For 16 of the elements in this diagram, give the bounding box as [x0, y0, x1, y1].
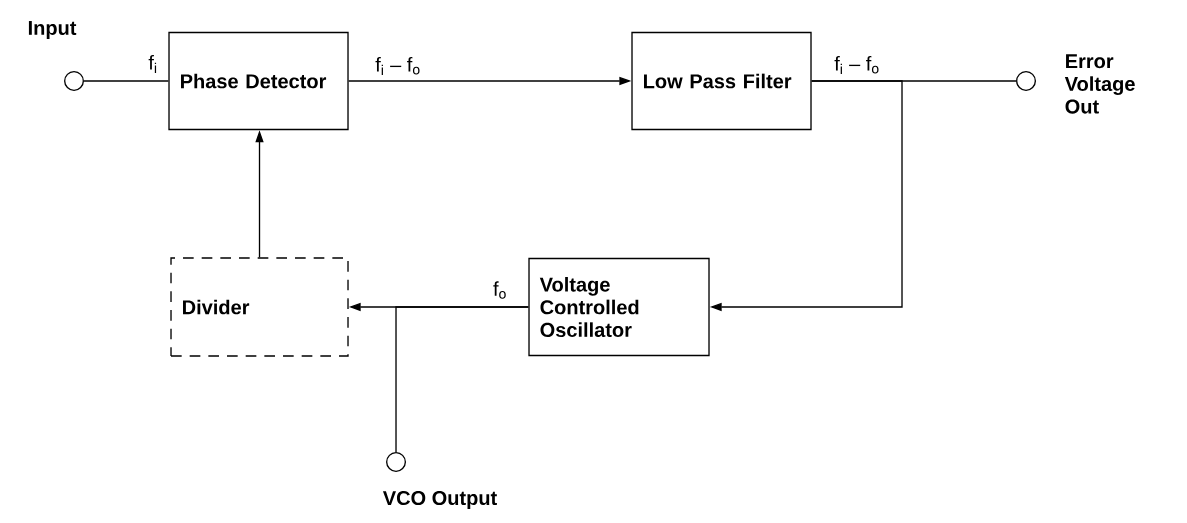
output-terminal	[386, 452, 406, 472]
edge-label: f$_{i}$	[148, 55, 157, 73]
connector	[395, 306, 529, 453]
terminal-label: Error Voltage Out	[1064, 54, 1135, 114]
process-box: Voltage Controlled Oscillator	[528, 257, 710, 357]
edge-label: f$_{o}$	[493, 281, 506, 299]
terminal-label: Input	[28, 21, 77, 39]
output-terminal	[1016, 71, 1036, 91]
process-box: Divider	[170, 257, 349, 357]
process-box: Low Pass Filter	[631, 31, 812, 131]
process-box: Phase Detector	[168, 31, 349, 131]
edge-label: f$_{i}$ – f$_{o}$	[375, 57, 420, 75]
connector	[83, 80, 169, 82]
input-terminal	[64, 71, 84, 91]
terminal-label: VCO Output	[382, 490, 497, 510]
edge-label: f$_{i}$ – f$_{o}$	[834, 56, 879, 74]
